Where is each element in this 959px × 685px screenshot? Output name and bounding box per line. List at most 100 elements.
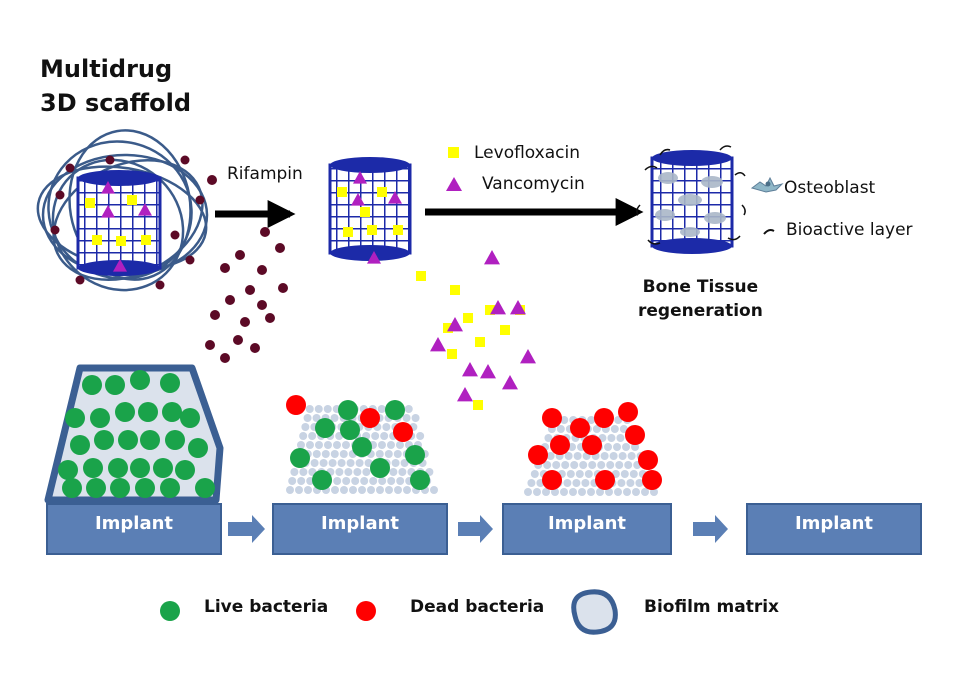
- matrix-particle: [622, 443, 631, 451]
- rifampin-particle: [240, 317, 250, 327]
- matrix-particle: [605, 488, 613, 496]
- vancomycin-particle: [353, 171, 367, 184]
- stage-arrow-3: [693, 515, 728, 543]
- levofloxacin-particle: [393, 225, 403, 235]
- live-bacterium: [385, 400, 405, 420]
- levofloxacin-particle: [367, 225, 377, 235]
- implant-2: Implant: [272, 503, 448, 555]
- matrix-particle: [349, 486, 357, 494]
- rifampin-particle: [257, 265, 267, 275]
- rifampin-particle: [205, 340, 215, 350]
- rifampin-particle: [220, 263, 230, 273]
- legend-dead-bacteria-icon: [356, 601, 376, 621]
- matrix-particle: [573, 452, 582, 460]
- rifampin-particle: [220, 353, 230, 363]
- matrix-particle: [380, 432, 389, 440]
- matrix-particle: [286, 486, 294, 494]
- stage-arrow-2: [458, 515, 493, 543]
- live-bacterium: [135, 478, 155, 498]
- vancomycin-particle: [101, 181, 115, 194]
- matrix-particle: [411, 414, 420, 422]
- dead-bacterium: [286, 395, 306, 415]
- matrix-particle: [613, 443, 622, 451]
- scaffold-1-drugs: [85, 181, 152, 272]
- rifampin-particle: [278, 283, 288, 293]
- live-bacterium: [108, 458, 128, 478]
- rifampin-particle: [260, 227, 270, 237]
- matrix-particle: [606, 461, 615, 469]
- scaffold-cylinder-3: [636, 145, 746, 254]
- levofloxacin-particle: [473, 400, 483, 410]
- levofloxacin-particle: [85, 198, 95, 208]
- levofloxacin-particle: [337, 187, 347, 197]
- live-bacterium: [195, 478, 215, 498]
- bone-regeneration-label: Bone Tissue regeneration: [638, 275, 763, 323]
- live-bacterium: [352, 437, 372, 457]
- vancomycin-marker: [446, 177, 462, 191]
- matrix-particle: [527, 479, 536, 487]
- matrix-particle: [544, 434, 553, 442]
- matrix-particle: [378, 477, 387, 485]
- live-bacterium: [160, 478, 180, 498]
- matrix-particle: [430, 486, 438, 494]
- matrix-particle: [587, 416, 596, 424]
- live-bacterium: [110, 478, 130, 498]
- implant-3: Implant: [502, 503, 672, 555]
- matrix-particle: [396, 477, 405, 485]
- matrix-particle: [581, 479, 590, 487]
- matrix-particle: [339, 450, 348, 458]
- levofloxacin-particle: [485, 305, 495, 315]
- vancomycin-particle: [388, 191, 402, 204]
- implant-1: Implant: [46, 503, 222, 555]
- matrix-particle: [578, 488, 586, 496]
- matrix-particle: [600, 452, 609, 460]
- live-bacterium: [62, 478, 82, 498]
- rifampin-particle: [210, 310, 220, 320]
- live-bacterium: [153, 458, 173, 478]
- matrix-particle: [299, 432, 308, 440]
- levofloxacin-particle: [92, 235, 102, 245]
- matrix-particle: [335, 468, 344, 476]
- matrix-particle: [382, 423, 391, 431]
- matrix-particle: [375, 450, 384, 458]
- vancomycin-particle: [447, 317, 463, 332]
- matrix-particle: [617, 479, 626, 487]
- vancomycin-particle: [367, 251, 381, 264]
- matrix-particle: [588, 461, 597, 469]
- matrix-particle: [323, 405, 332, 413]
- matrix-particle: [358, 486, 366, 494]
- matrix-particle: [569, 488, 577, 496]
- matrix-particle: [607, 434, 616, 442]
- matrix-particle: [344, 468, 353, 476]
- matrix-particle: [609, 452, 618, 460]
- matrix-particle: [604, 443, 613, 451]
- matrix-particle: [351, 477, 360, 485]
- legend-biofilm-label: Biofilm matrix: [644, 597, 780, 617]
- matrix-particle: [385, 486, 393, 494]
- matrix-particle: [393, 450, 402, 458]
- matrix-particle: [331, 486, 339, 494]
- matrix-particle: [543, 461, 552, 469]
- live-bacterium: [290, 448, 310, 468]
- live-bacterium: [58, 460, 78, 480]
- live-bacterium: [70, 435, 90, 455]
- matrix-particle: [305, 405, 314, 413]
- matrix-particle: [376, 486, 384, 494]
- matrix-particle: [312, 450, 321, 458]
- matrix-particle: [584, 470, 593, 478]
- title-line-1: Multidrug: [40, 55, 173, 83]
- matrix-particle: [360, 477, 369, 485]
- matrix-particle: [560, 488, 568, 496]
- dead-bacterium: [360, 408, 380, 428]
- stage-1-live-bacteria: [58, 370, 215, 498]
- scaffold-with-coating: [36, 129, 209, 292]
- matrix-particle: [386, 441, 395, 449]
- vancomycin-particle: [457, 387, 473, 402]
- rifampin-particle: [55, 190, 65, 200]
- levofloxacin-particle: [450, 285, 460, 295]
- legend-live-bacteria-icon: [160, 601, 180, 621]
- scaffold-2-drugs: [337, 171, 403, 264]
- rifampin-particle: [207, 175, 217, 185]
- matrix-particle: [314, 441, 323, 449]
